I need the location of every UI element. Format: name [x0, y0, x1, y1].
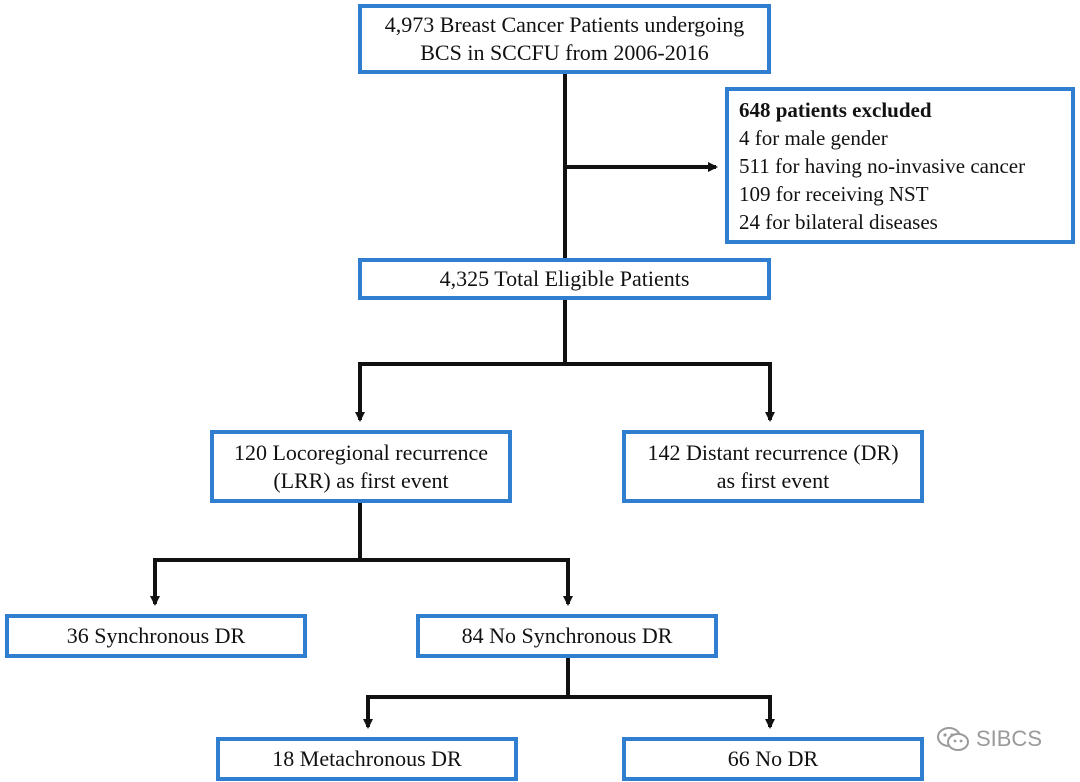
- box-lrr-line-1: 120 Locoregional recurrence: [233, 439, 489, 465]
- box-dr-line-1: 142 Distant recurrence (DR): [647, 439, 899, 465]
- box-start-line-1: 4,973 Breast Cancer Patients undergoing: [384, 12, 745, 37]
- watermark: SIBCS: [936, 726, 1042, 752]
- box-nosync-label: 84 No Synchronous DR: [461, 623, 673, 648]
- watermark-text: SIBCS: [975, 726, 1042, 751]
- box-excluded: 648 patients excluded 4 for male gender …: [725, 87, 1075, 244]
- excluded-item: 4 for male gender: [739, 125, 888, 150]
- box-start: 4,973 Breast Cancer Patients undergoing …: [358, 4, 771, 74]
- excluded-item: 109 for receiving NST: [739, 181, 929, 206]
- box-lrr-line-2: (LRR) as first event: [273, 467, 449, 493]
- box-eligible-label: 4,325 Total Eligible Patients: [439, 266, 690, 291]
- box-meta: 18 Metachronous DR: [216, 737, 518, 781]
- box-nodr-label: 66 No DR: [727, 746, 819, 771]
- box-nosync: 84 No Synchronous DR: [416, 614, 718, 658]
- excluded-title: 648 patients excluded: [739, 97, 932, 122]
- wechat-icon: [936, 727, 969, 751]
- box-meta-label: 18 Metachronous DR: [272, 746, 462, 771]
- box-lrr: 120 Locoregional recurrence (LRR) as fir…: [210, 430, 512, 503]
- box-start-line-2: BCS in SCCFU from 2006-2016: [420, 40, 709, 65]
- box-nodr: 66 No DR: [622, 737, 924, 781]
- box-eligible: 4,325 Total Eligible Patients: [358, 258, 771, 300]
- box-sync: 36 Synchronous DR: [5, 614, 307, 658]
- excluded-item: 511 for having no-invasive cancer: [739, 153, 1026, 178]
- box-dr-line-2: as first event: [716, 467, 830, 493]
- box-dr: 142 Distant recurrence (DR) as first eve…: [622, 430, 924, 503]
- excluded-item: 24 for bilateral diseases: [739, 209, 938, 234]
- box-sync-label: 36 Synchronous DR: [66, 623, 246, 648]
